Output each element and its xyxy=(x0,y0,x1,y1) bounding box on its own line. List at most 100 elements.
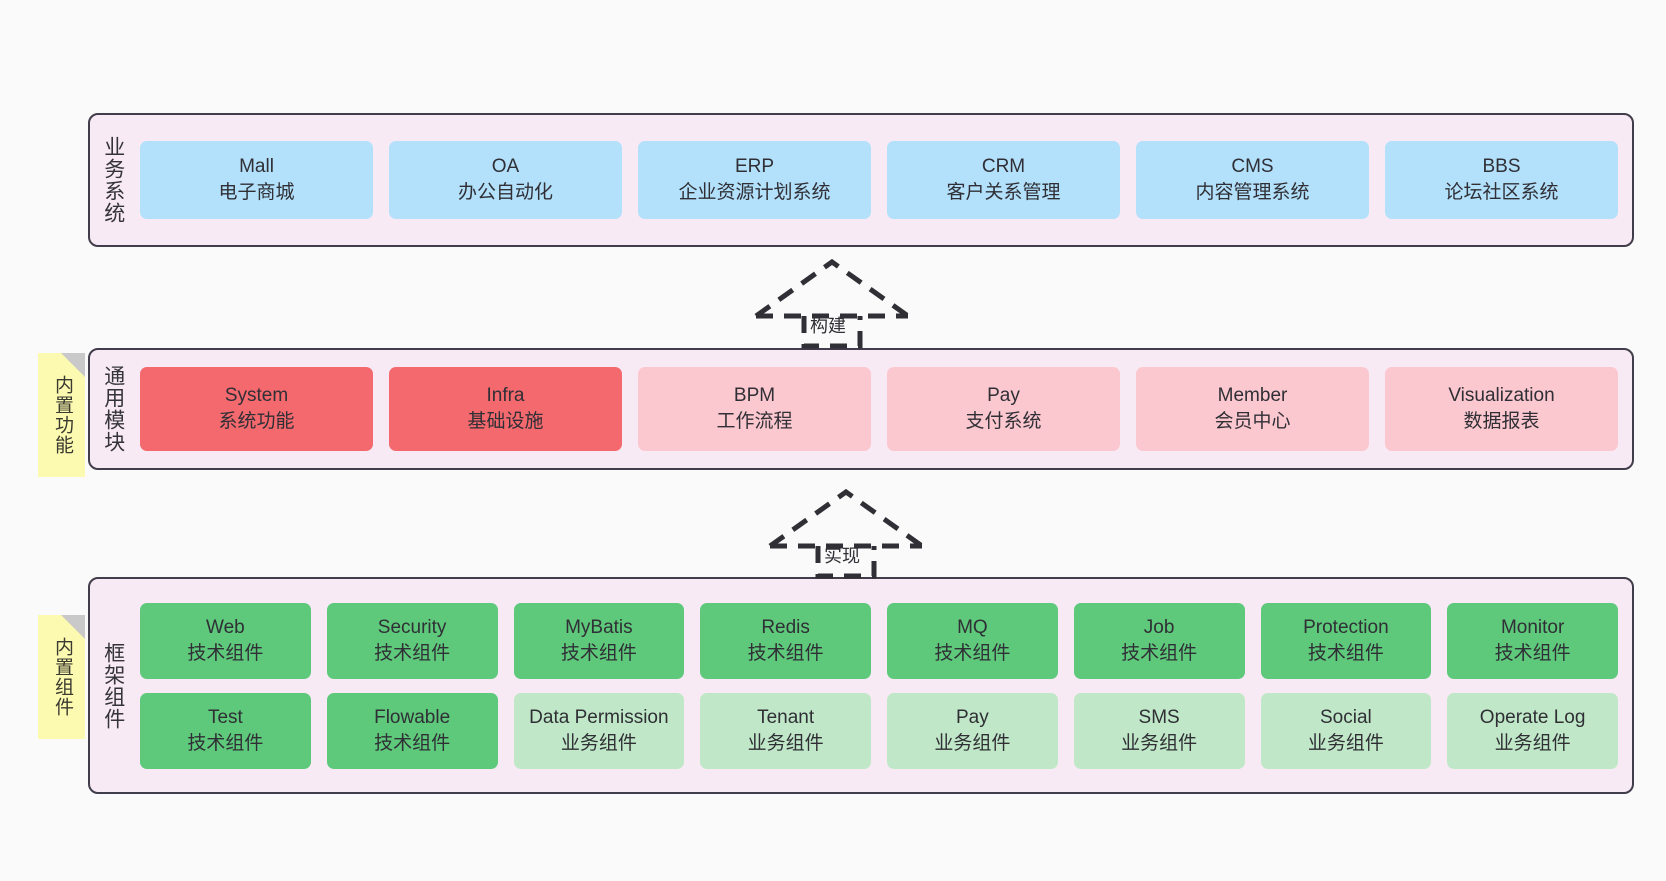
node-oa[interactable]: OA 办公自动化 xyxy=(389,141,622,219)
node-title: Infra xyxy=(486,385,525,407)
node-subtitle: 技术组件 xyxy=(187,732,264,754)
node-mybatis[interactable]: MyBatis 技术组件 xyxy=(513,602,685,679)
node-title: Security xyxy=(377,616,447,638)
node-subtitle: 业务组件 xyxy=(560,732,637,754)
note-builtin-components[interactable]: 内置组件 xyxy=(38,615,85,739)
node-title: BPM xyxy=(733,385,776,407)
node-job[interactable]: Job 技术组件 xyxy=(1073,602,1245,679)
layer-body-frame: Web 技术组件 Security 技术组件 MyBatis 技术组件 Redi… xyxy=(136,579,1632,792)
node-title: System xyxy=(224,385,289,407)
node-title: Visualization xyxy=(1448,385,1555,407)
node-security[interactable]: Security 技术组件 xyxy=(326,602,498,679)
node-subtitle: 会员中心 xyxy=(1214,411,1291,432)
node-title: Job xyxy=(1143,616,1175,638)
layer-title-frame: 框架组件 xyxy=(101,641,125,730)
node-title: MQ xyxy=(957,616,988,638)
note-label: 内置组件 xyxy=(51,637,73,717)
node-subtitle: 技术组件 xyxy=(747,642,824,664)
node-title: ERP xyxy=(734,156,775,178)
node-title: BBS xyxy=(1482,156,1521,178)
node-bpm[interactable]: BPM 工作流程 xyxy=(638,367,871,451)
arrow-head-triangle xyxy=(754,258,910,319)
node-subtitle: 论坛社区系统 xyxy=(1444,182,1559,203)
node-subtitle: 内容管理系统 xyxy=(1195,182,1310,203)
node-tenant[interactable]: Tenant 业务组件 xyxy=(700,692,871,769)
node-social[interactable]: Social 业务组件 xyxy=(1260,692,1432,769)
node-title: Redis xyxy=(761,616,810,638)
note-builtin-features[interactable]: 内置功能 xyxy=(38,353,85,477)
node-title: Tenant xyxy=(757,706,815,728)
layer-body-common: System 系统功能 Infra 基础设施 BPM 工作流程 Pay 支付系统… xyxy=(136,350,1632,468)
node-title: Web xyxy=(206,616,245,638)
node-system[interactable]: System 系统功能 xyxy=(140,367,373,451)
node-subtitle: 业务组件 xyxy=(1494,732,1571,754)
node-mq[interactable]: MQ 技术组件 xyxy=(887,602,1058,679)
node-test[interactable]: Test 技术组件 xyxy=(140,692,311,769)
arrow-build-label: 构建 xyxy=(810,316,846,336)
node-redis[interactable]: Redis 技术组件 xyxy=(700,602,871,679)
node-sms[interactable]: SMS 业务组件 xyxy=(1073,692,1245,769)
node-visualization[interactable]: Visualization 数据报表 xyxy=(1385,367,1618,451)
node-title: Member xyxy=(1217,385,1288,407)
layer-title-business: 业务系统 xyxy=(101,136,125,224)
node-row-business: Test 技术组件 Flowable 技术组件 Data Permission … xyxy=(140,692,1618,769)
node-subtitle: 技术组件 xyxy=(560,642,637,664)
note-fold-icon xyxy=(61,353,85,377)
node-crm[interactable]: CRM 客户关系管理 xyxy=(887,141,1120,219)
layer-body-business: Mall 电子商城 OA 办公自动化 ERP 企业资源计划系统 CRM 客户关系… xyxy=(136,115,1632,245)
node-subtitle: 电子商城 xyxy=(218,182,295,203)
node-erp[interactable]: ERP 企业资源计划系统 xyxy=(638,141,871,219)
node-cms[interactable]: CMS 内容管理系统 xyxy=(1136,141,1369,219)
layer-common-module[interactable]: 通用模块 System 系统功能 Infra 基础设施 BPM 工作流程 Pay xyxy=(88,348,1634,470)
node-title: Data Permission xyxy=(529,706,669,728)
layer-framework-component[interactable]: 框架组件 Web 技术组件 Security 技术组件 MyBatis 技术组件… xyxy=(88,577,1634,794)
node-subtitle: 企业资源计划系统 xyxy=(678,182,831,203)
node-data-permission[interactable]: Data Permission 业务组件 xyxy=(513,692,685,769)
node-subtitle: 工作流程 xyxy=(716,411,793,432)
node-infra[interactable]: Infra 基础设施 xyxy=(389,367,622,451)
node-subtitle: 业务组件 xyxy=(1307,732,1384,754)
node-subtitle: 技术组件 xyxy=(187,642,264,664)
node-title: SMS xyxy=(1138,706,1180,728)
node-subtitle: 技术组件 xyxy=(934,642,1011,664)
note-label: 内置功能 xyxy=(51,375,73,455)
node-title: Pay xyxy=(956,706,989,728)
node-subtitle: 技术组件 xyxy=(1494,642,1571,664)
node-subtitle: 业务组件 xyxy=(934,732,1011,754)
node-bbs[interactable]: BBS 论坛社区系统 xyxy=(1385,141,1618,219)
node-operate-log[interactable]: Operate Log 业务组件 xyxy=(1447,692,1618,769)
node-title: Flowable xyxy=(374,706,451,728)
node-member[interactable]: Member 会员中心 xyxy=(1136,367,1369,451)
node-title: CRM xyxy=(981,156,1026,178)
node-title: Mall xyxy=(239,156,274,178)
node-title: Protection xyxy=(1303,616,1389,638)
node-title: Social xyxy=(1320,706,1372,728)
node-web[interactable]: Web 技术组件 xyxy=(140,602,311,679)
node-title: Test xyxy=(207,706,243,728)
node-protection[interactable]: Protection 技术组件 xyxy=(1260,602,1432,679)
node-subtitle: 技术组件 xyxy=(1307,642,1384,664)
node-monitor[interactable]: Monitor 技术组件 xyxy=(1447,602,1618,679)
node-title: CMS xyxy=(1231,156,1274,178)
node-pay[interactable]: Pay 支付系统 xyxy=(887,367,1120,451)
node-title: MyBatis xyxy=(565,616,633,638)
node-subtitle: 技术组件 xyxy=(374,642,451,664)
arrow-implement-generalization: 实现 xyxy=(766,486,926,579)
note-fold-icon xyxy=(61,615,85,639)
arrow-build-generalization: 构建 xyxy=(752,256,912,349)
node-row: System 系统功能 Infra 基础设施 BPM 工作流程 Pay 支付系统… xyxy=(140,367,1618,451)
node-mall[interactable]: Mall 电子商城 xyxy=(140,141,373,219)
node-title: Monitor xyxy=(1500,616,1565,638)
node-subtitle: 技术组件 xyxy=(1121,642,1198,664)
arrow-stem xyxy=(815,546,877,579)
node-title: OA xyxy=(491,156,520,178)
node-pay-business[interactable]: Pay 业务组件 xyxy=(887,692,1058,769)
layer-business-system[interactable]: 业务系统 Mall 电子商城 OA 办公自动化 ERP 企业资源计划系统 CRM xyxy=(88,113,1634,247)
node-title: Operate Log xyxy=(1479,706,1586,728)
node-subtitle: 数据报表 xyxy=(1463,411,1540,432)
node-subtitle: 基础设施 xyxy=(467,411,544,432)
node-flowable[interactable]: Flowable 技术组件 xyxy=(326,692,498,769)
layer-title-common: 通用模块 xyxy=(101,365,125,453)
node-subtitle: 业务组件 xyxy=(747,732,824,754)
node-row: Mall 电子商城 OA 办公自动化 ERP 企业资源计划系统 CRM 客户关系… xyxy=(140,141,1618,219)
